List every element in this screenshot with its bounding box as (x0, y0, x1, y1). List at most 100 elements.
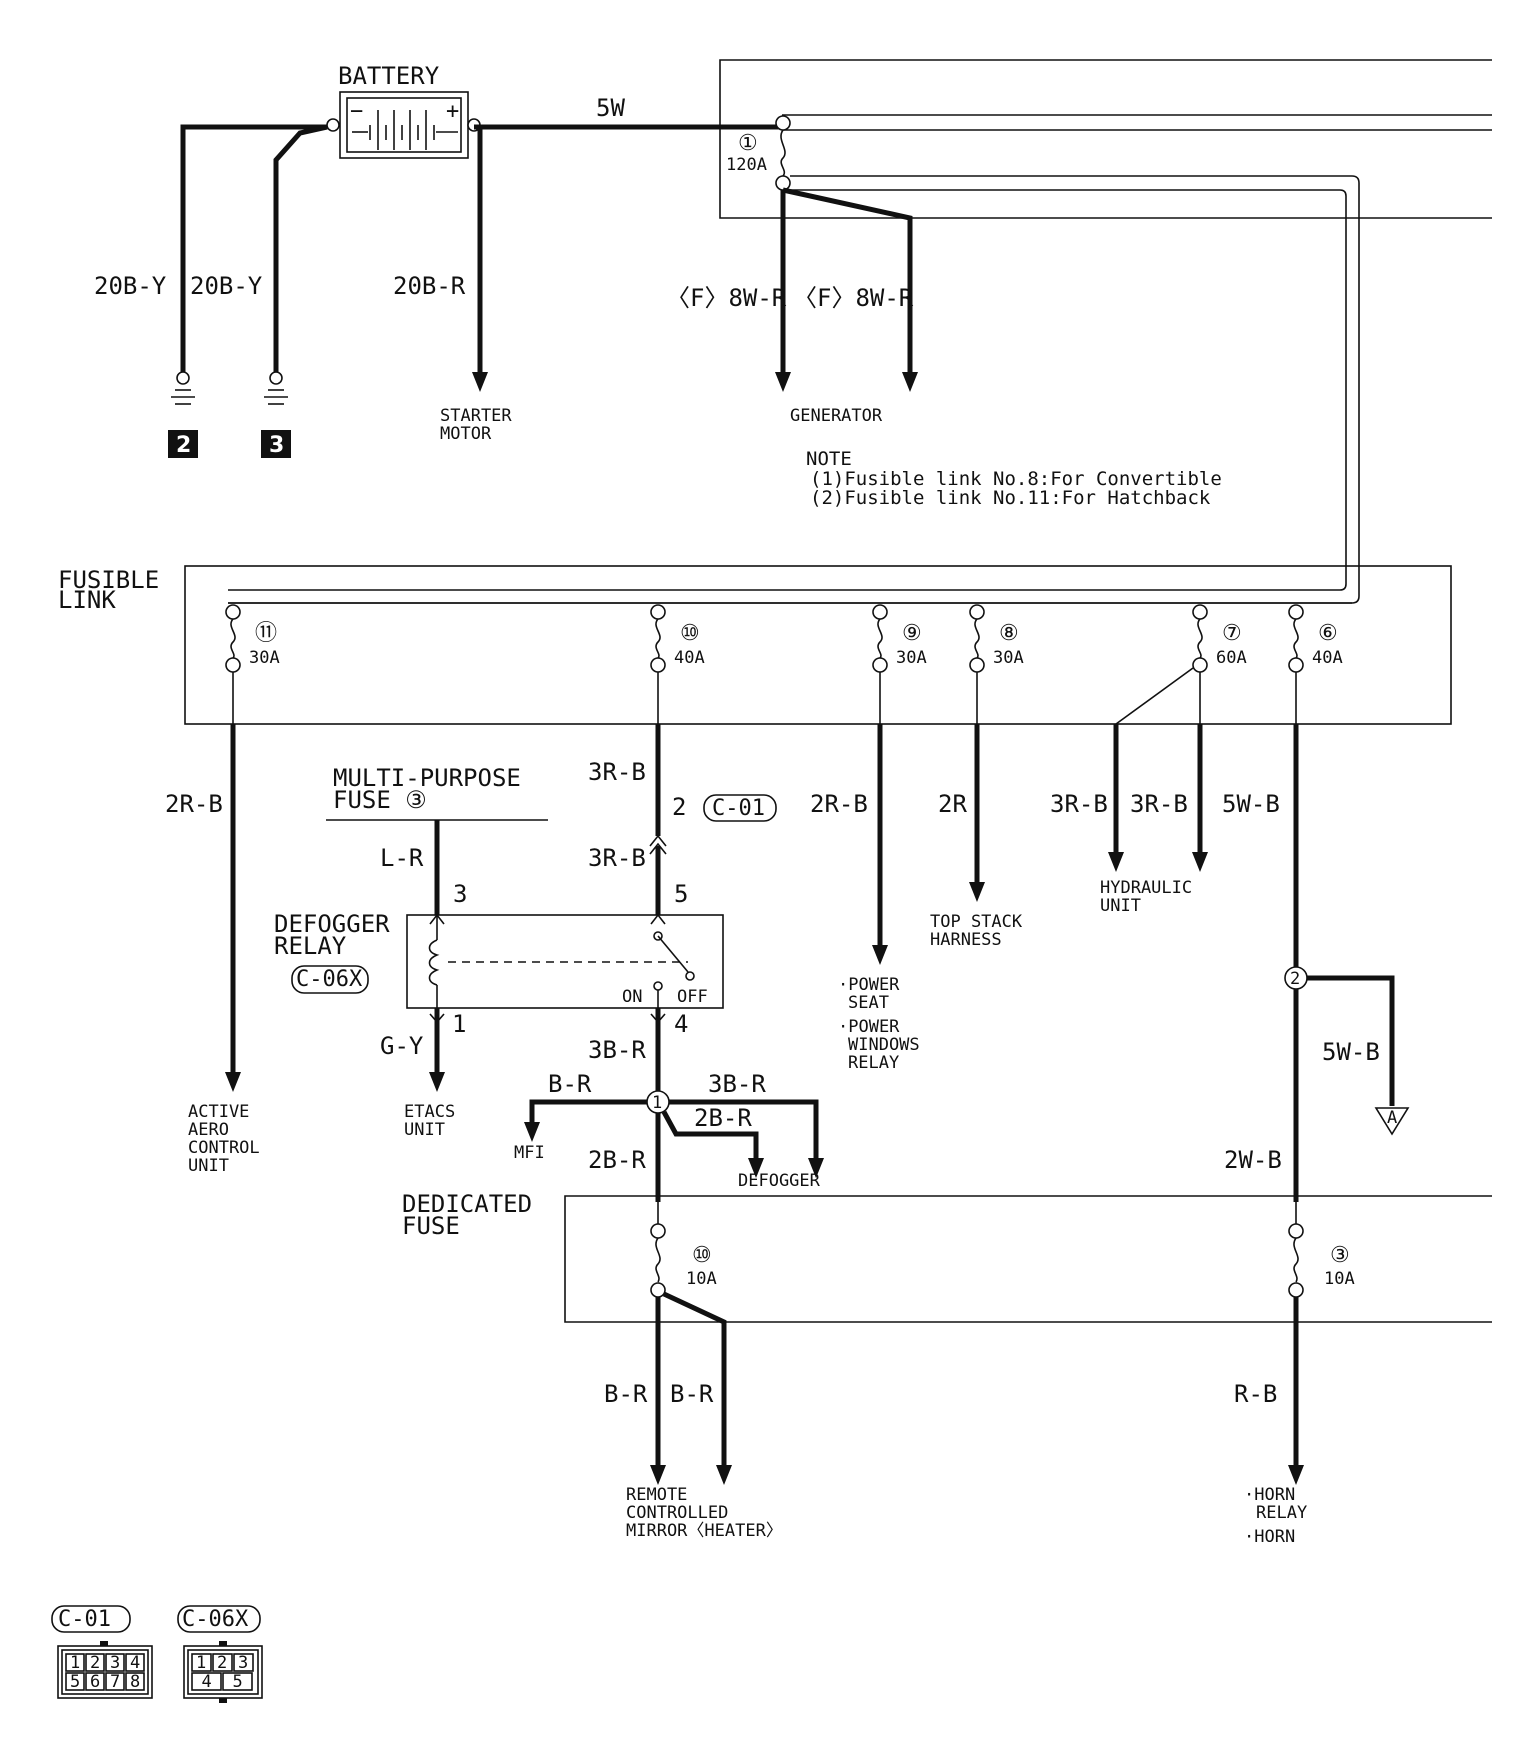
wire-starter (474, 124, 483, 372)
connector-c01-tag: C-01 (712, 796, 765, 821)
junction-2-num: 2 (1290, 969, 1300, 989)
relay-label-2: RELAY (274, 932, 347, 960)
relay-pin-5: 5 (674, 880, 688, 908)
note-line-1: (1)Fusible link No.8:For Convertible (810, 468, 1222, 490)
fusible-link-fuse-num: ⑪ (255, 621, 277, 646)
connector-pin: 4 (202, 1672, 212, 1692)
wire-label-fuse-7a: 3R-B (1050, 790, 1108, 818)
wire-junction1-defogger-b (661, 1110, 759, 1158)
wire-label-fuse-6: 5W-B (1222, 790, 1280, 818)
wire-label-junction1-down: 2B-R (588, 1146, 646, 1174)
dedicated-fuse-3-num: ③ (1330, 1243, 1350, 1268)
fusible-link-fuse-num: ⑥ (1318, 621, 1338, 646)
note-title: NOTE (806, 448, 852, 470)
dedicated-fuse-label-1: DEDICATED (402, 1190, 532, 1218)
connector-pin: 8 (130, 1672, 140, 1692)
fusible-link-fuse-amps: 30A (249, 648, 280, 668)
wire-label-mpf: L-R (380, 844, 424, 872)
connector-view-c06x-tag: C-06X (182, 1607, 249, 1632)
wire-label-batt-main: 5W (596, 94, 625, 122)
connector-pin: 4 (130, 1653, 140, 1673)
fusible-link-fuse-num: ⑨ (902, 621, 922, 646)
dest-etacs-1: ETACS (404, 1102, 455, 1122)
dest-topstack-1: TOP STACK (930, 912, 1023, 932)
connector-pin: 2 (90, 1653, 100, 1673)
ground-symbol-icon (171, 371, 288, 405)
note-line-2: (2)Fusible link No.11:For Hatchback (810, 487, 1211, 509)
relay-tag: C-06X (296, 967, 363, 992)
connector-a-label: A (1387, 1108, 1397, 1128)
connector-pin: 5 (233, 1672, 243, 1692)
wire-label-junction1-mfi: B-R (548, 1070, 592, 1098)
dest-mirror-3: MIRROR〈HEATER〉 (626, 1521, 783, 1541)
fuse-icon (230, 618, 236, 659)
relay-coil-icon (428, 939, 440, 986)
relay-pin-3: 3 (453, 880, 467, 908)
wire-label-gen-a: 〈F〉8W-R (666, 284, 787, 312)
junction-1-num: 1 (652, 1093, 662, 1113)
dest-etacs-2: UNIT (404, 1120, 445, 1140)
ground-point-3: 3 (269, 433, 284, 458)
relay-on: ON (622, 987, 642, 1007)
mpf-label-1: MULTI-PURPOSE (333, 764, 521, 792)
connector-pin: 1 (70, 1653, 80, 1673)
fusible-link-fuse-num: ⑦ (1222, 621, 1242, 646)
fusible-link-fuse-num: ⑧ (999, 621, 1019, 646)
connector-view-c01-tag: C-01 (58, 1607, 111, 1632)
wire-label-junction2-a: 5W-B (1322, 1038, 1380, 1066)
connector-c01-symbol-icon (649, 834, 667, 855)
relay-label-1: DEFOGGER (274, 910, 390, 938)
dest-power-1: ·POWER (838, 975, 900, 995)
connector-a-icon (1374, 1107, 1410, 1136)
relay-off: OFF (677, 987, 708, 1007)
dest-aero-2: AERO (188, 1120, 229, 1140)
fusible-link-fuse-amps: 40A (1312, 648, 1343, 668)
wire-label-ground-a: 20B-Y (94, 272, 167, 300)
relay-switch-icon (657, 935, 689, 973)
wire-label-junction1-defogger-b: 2B-R (694, 1104, 752, 1132)
wire-junction1-mfi (529, 1099, 647, 1122)
dest-generator: GENERATOR (790, 406, 883, 426)
wire-label-relay-coil-out: G-Y (380, 1032, 424, 1060)
fusible-link-fuse-amps: 40A (674, 648, 705, 668)
dest-power-5: RELAY (848, 1053, 899, 1073)
dest-aero-4: UNIT (188, 1156, 229, 1176)
fuse-icon (974, 618, 980, 659)
wire-label-gen-b: 〈F〉8W-R (793, 284, 914, 312)
fuse-icon (1293, 618, 1299, 659)
defogger-relay-box (406, 914, 724, 1009)
connector-pin: 6 (90, 1672, 100, 1692)
fuse-icon (1197, 618, 1203, 659)
connector-pin: 3 (110, 1653, 120, 1673)
main-fuse-num: ① (738, 131, 758, 156)
wire-ground-a (180, 124, 327, 372)
dest-topstack-2: HARNESS (930, 930, 1002, 950)
connector-c01-pin: 2 (672, 793, 686, 821)
dest-hydraulic-2: UNIT (1100, 896, 1141, 916)
wire-label-junction2-down: 2W-B (1224, 1146, 1282, 1174)
wire-ground-b (273, 124, 328, 372)
wire-junction1-defogger-a (669, 1099, 819, 1158)
fuse-120a-icon (780, 129, 786, 177)
dest-mirror-1: REMOTE (626, 1485, 687, 1505)
wire-label-fuse-7b: 3R-B (1130, 790, 1188, 818)
connector-pin: 1 (196, 1653, 206, 1673)
dest-horn-2: RELAY (1256, 1503, 1307, 1523)
dest-horn-1: ·HORN (1244, 1485, 1295, 1505)
dest-starter-1: STARTER (440, 406, 512, 426)
fusible-link-fuse-amps: 60A (1216, 648, 1247, 668)
dedicated-fuse-10-icon (655, 1237, 661, 1283)
dest-aero-1: ACTIVE (188, 1102, 249, 1122)
dest-defogger: DEFOGGER (738, 1171, 821, 1191)
relay-pin-4: 4 (674, 1010, 688, 1038)
connector-pin: 5 (70, 1672, 80, 1692)
wire-label-fuse-9: 2R-B (810, 790, 868, 818)
main-fusible-box (719, 59, 1492, 219)
wire-label-starter: 20B-R (393, 272, 466, 300)
